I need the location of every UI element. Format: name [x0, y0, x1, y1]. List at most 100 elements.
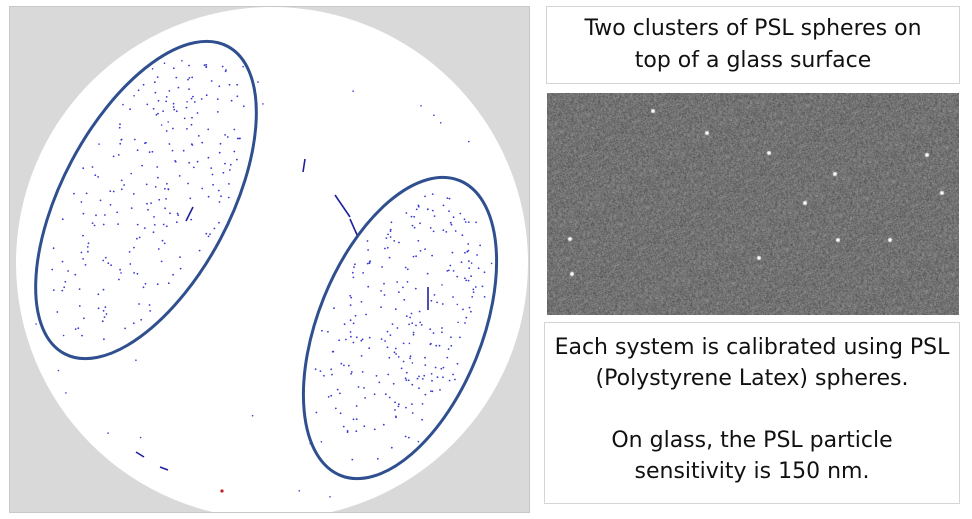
particle-dot — [387, 233, 389, 236]
particle-dot — [52, 289, 55, 291]
particle-dot — [152, 107, 155, 110]
particle-dot — [101, 320, 104, 323]
particle-dot — [168, 90, 171, 92]
particle-dot — [197, 135, 200, 137]
particle-dot — [352, 90, 354, 92]
particle-dot — [420, 324, 423, 326]
particle-dot — [161, 239, 164, 242]
particle-dot — [468, 306, 471, 309]
particle-dot — [236, 95, 239, 98]
particle-dot — [465, 279, 468, 282]
particle-dot — [442, 229, 445, 232]
particle-dot — [93, 224, 96, 227]
particle-dot — [431, 193, 434, 196]
particle-dot — [329, 496, 331, 498]
particle-dot — [157, 248, 160, 250]
particle-dot — [65, 392, 67, 394]
particle-dot — [364, 397, 366, 399]
particle-dot — [151, 150, 154, 153]
particle-dot — [383, 282, 385, 285]
particle-dot — [389, 228, 392, 231]
particle-dot — [179, 267, 182, 270]
particle-dot — [120, 179, 123, 182]
particle-dot — [162, 223, 165, 226]
particle-dot — [475, 221, 477, 224]
particle-dot — [427, 208, 429, 210]
particle-dot — [394, 409, 396, 411]
particle-dot — [122, 103, 124, 106]
particle-dot — [191, 116, 193, 119]
particle-dot — [477, 267, 480, 270]
particle-dot — [183, 117, 186, 120]
particle-dot — [404, 377, 407, 380]
particle-dot — [118, 278, 120, 281]
particle-dot — [141, 164, 144, 167]
particle-dot — [130, 172, 132, 175]
particle-dot — [160, 124, 163, 126]
particle-dot — [63, 286, 66, 289]
particle-dot — [442, 366, 445, 369]
particle-dot — [179, 256, 181, 258]
particle-dot — [393, 351, 396, 354]
particle-dot — [450, 336, 452, 339]
info-line-4: sensitivity is 150 nm. — [634, 459, 870, 484]
particle-dot — [398, 241, 400, 244]
particle-dot — [219, 142, 222, 145]
particle-dot — [129, 263, 132, 265]
particle-dot — [360, 339, 363, 342]
particle-dot — [142, 286, 145, 289]
particle-dot — [82, 167, 85, 170]
particle-dot — [472, 291, 475, 293]
particle-dot — [446, 197, 449, 200]
particle-dot — [169, 212, 171, 215]
particle-dot — [112, 190, 115, 193]
particle-dot — [448, 210, 450, 213]
particle-dot — [320, 441, 323, 443]
particle-dot — [405, 212, 408, 214]
particle-dot — [151, 68, 154, 70]
particle-dot — [408, 436, 410, 439]
particle-dot — [80, 251, 83, 254]
particle-dot — [116, 211, 119, 214]
particle-dot — [380, 306, 382, 308]
particle-dot — [367, 285, 370, 288]
particle-dot — [158, 198, 161, 201]
particle-dot — [389, 236, 392, 238]
particle-dot — [424, 248, 426, 251]
particle-dot — [432, 332, 435, 334]
title-caption: Two clusters of PSL spheres on top of a … — [546, 6, 960, 84]
particle-dot — [338, 339, 340, 342]
particle-dot — [452, 270, 455, 272]
particle-dot — [452, 216, 455, 219]
particle-dot — [118, 126, 121, 129]
particle-dot — [168, 143, 171, 145]
particle-dot — [163, 62, 166, 64]
particle-dot — [236, 137, 239, 140]
particle-dot — [129, 108, 131, 111]
particle-dot — [394, 415, 397, 418]
title-line-1: Two clusters of PSL spheres on — [584, 16, 922, 41]
particle-dot — [441, 327, 443, 329]
particle-dot — [331, 373, 333, 376]
particle-dot — [103, 316, 106, 318]
particle-dot — [104, 214, 106, 216]
particle-dot — [120, 138, 123, 141]
particle-dot — [385, 237, 388, 240]
particle-dot — [468, 267, 471, 270]
particle-dot — [366, 262, 369, 265]
particle-dot — [460, 261, 463, 264]
particle-dot — [442, 376, 444, 379]
particle-dot — [454, 378, 456, 381]
particle-dot — [430, 390, 432, 392]
particle-dot — [236, 158, 238, 161]
particle-dot — [205, 63, 208, 66]
particle-dot — [187, 182, 190, 185]
particle-dot — [459, 336, 461, 339]
particle-dot — [402, 342, 405, 345]
particle-dot — [257, 81, 259, 83]
particle-dot — [464, 277, 466, 280]
particle-dot — [389, 230, 392, 233]
particle-dot — [351, 458, 354, 461]
particle-dot — [193, 166, 195, 169]
particle-dot — [152, 231, 155, 234]
